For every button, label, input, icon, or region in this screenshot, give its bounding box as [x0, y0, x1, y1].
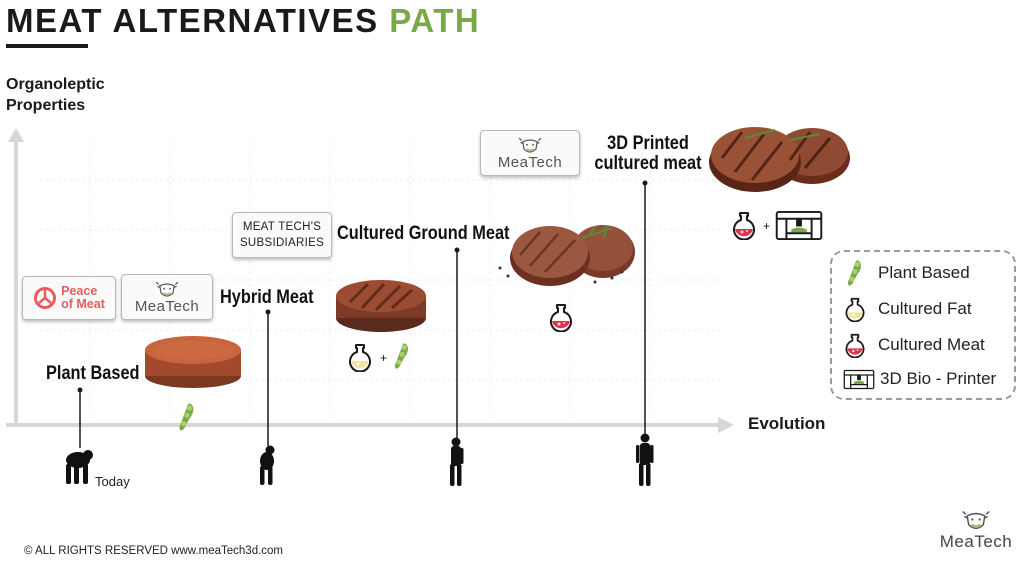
- printed-plus-sign: +: [763, 219, 770, 233]
- hybrid-pod-icon: [394, 343, 408, 369]
- bioprinter-icon: [842, 366, 876, 392]
- hybrid-flask-icon: [348, 343, 372, 372]
- plant-based-patty-image: [145, 336, 241, 388]
- y-axis-arrow: [8, 128, 24, 142]
- meatech-logo-plant: MeaTech: [121, 274, 213, 320]
- y-axis-label: Organoleptic Properties: [6, 76, 105, 114]
- meatech-corner-logo: MeaTech: [930, 510, 1022, 558]
- caveman-silhouette-icon: [450, 437, 464, 486]
- today-marker-label: Today: [95, 474, 130, 489]
- legend-item-cultured-fat: Cultured Fat: [842, 296, 972, 322]
- legend-item-plant-based: Plant Based: [842, 260, 970, 286]
- printed-bioprinter-icon: [775, 210, 823, 241]
- stage-label-plant-based: Plant Based: [46, 363, 140, 384]
- ground-meat-flask-icon: [549, 303, 573, 332]
- stage-label-3d-printed: 3D Printed cultured meat: [594, 133, 702, 174]
- meatech-subsidiaries-badge: MEAT TECH'S SUBSIDIARIES: [232, 212, 332, 258]
- hybrid-patty-image: [336, 280, 426, 332]
- legend: Plant Based Cultured Fat Cultured Meat 3…: [830, 250, 1016, 400]
- meatech-logo-3d: MeaTech: [480, 130, 580, 176]
- legend-item-bioprinter: 3D Bio - Printer: [842, 366, 996, 392]
- red-flask-icon: [842, 332, 868, 358]
- peace-logo-mark-icon: [34, 287, 57, 309]
- edamame-pod-icon: [842, 260, 868, 286]
- cultured-ground-meat-image: [498, 225, 635, 286]
- early-human-silhouette-icon: [260, 445, 275, 485]
- page-title: MEAT ALTERNATIVES PATH: [6, 2, 481, 39]
- stage-dot-hybrid: [265, 309, 271, 315]
- stage-label-hybrid-meat: Hybrid Meat: [220, 287, 314, 308]
- printed-flask-icon: [732, 211, 756, 240]
- cow-logo-icon: [518, 137, 542, 153]
- cow-logo-icon: [155, 281, 179, 297]
- stage-dot-plant-based: [77, 387, 83, 393]
- legend-item-cultured-meat: Cultured Meat: [842, 332, 985, 358]
- modern-human-silhouette-icon: [636, 433, 654, 486]
- x-axis-label: Evolution: [748, 414, 826, 433]
- peace-of-meat-logo: Peace of Meat: [22, 276, 116, 320]
- stage-dot-ground: [454, 247, 460, 253]
- footer-copyright: © ALL RIGHTS RESERVED www.meaTech3d.com: [24, 545, 284, 557]
- printed-steak-image: [709, 127, 850, 192]
- hybrid-plus-sign: +: [380, 351, 387, 365]
- x-axis-arrow: [718, 417, 734, 433]
- title-underline: [6, 44, 88, 48]
- stage-label-cultured-ground-meat: Cultured Ground Meat: [337, 223, 510, 244]
- yellow-flask-icon: [842, 296, 868, 322]
- ape-silhouette-icon: [66, 450, 93, 484]
- cow-logo-icon: [962, 510, 990, 530]
- stage-dot-3d: [642, 180, 648, 186]
